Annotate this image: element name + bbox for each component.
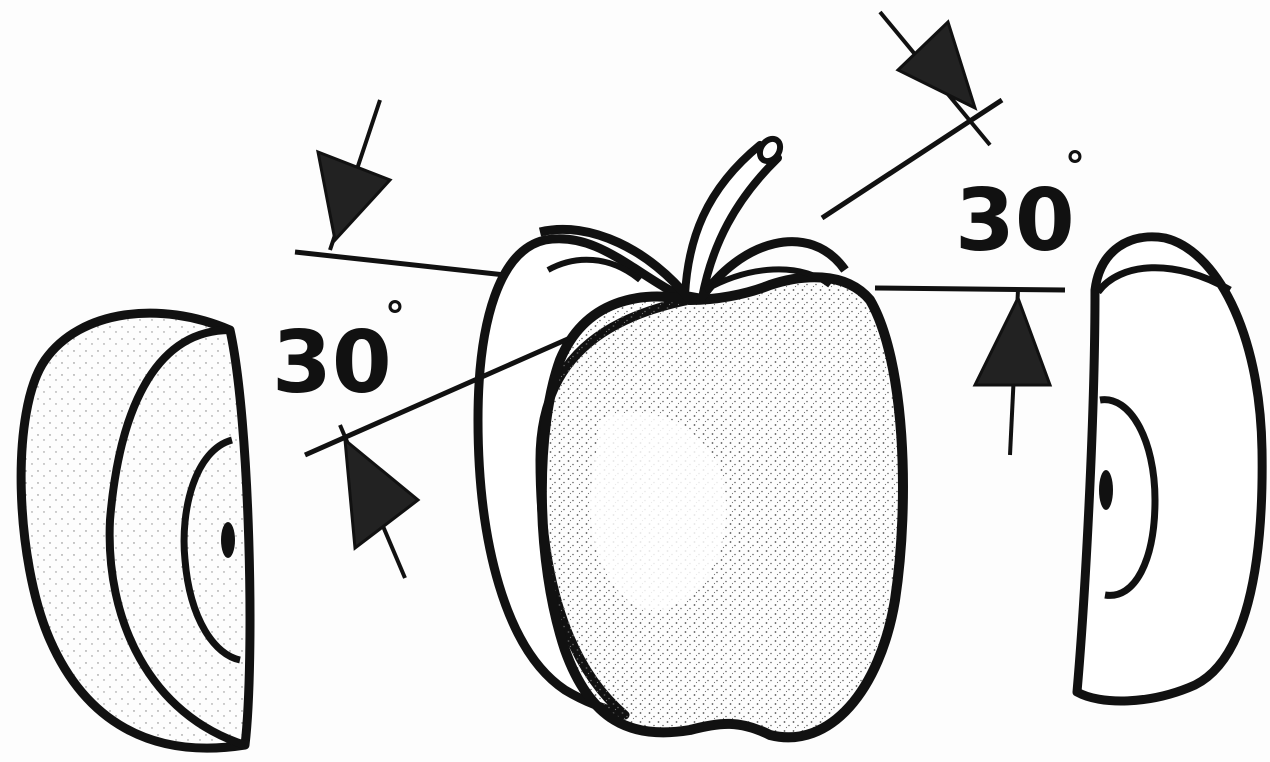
right-reference-line [875,288,1065,290]
left-reference-line [295,252,505,275]
right-angle-value: 30 [955,171,1075,271]
left-upper-arrow-icon [318,152,390,240]
right-lower-arrow-icon [975,298,1050,385]
left-angle-value: 30 [272,313,392,413]
right-apple-slice [1077,237,1262,701]
whole-apple [478,135,903,737]
right-angle-unit: ° [1065,144,1085,190]
left-lower-arrow-icon [345,440,418,548]
left-angle-unit: ° [385,294,405,340]
right-upper-arrow-icon [898,22,975,108]
left-apple-slice [21,313,250,748]
